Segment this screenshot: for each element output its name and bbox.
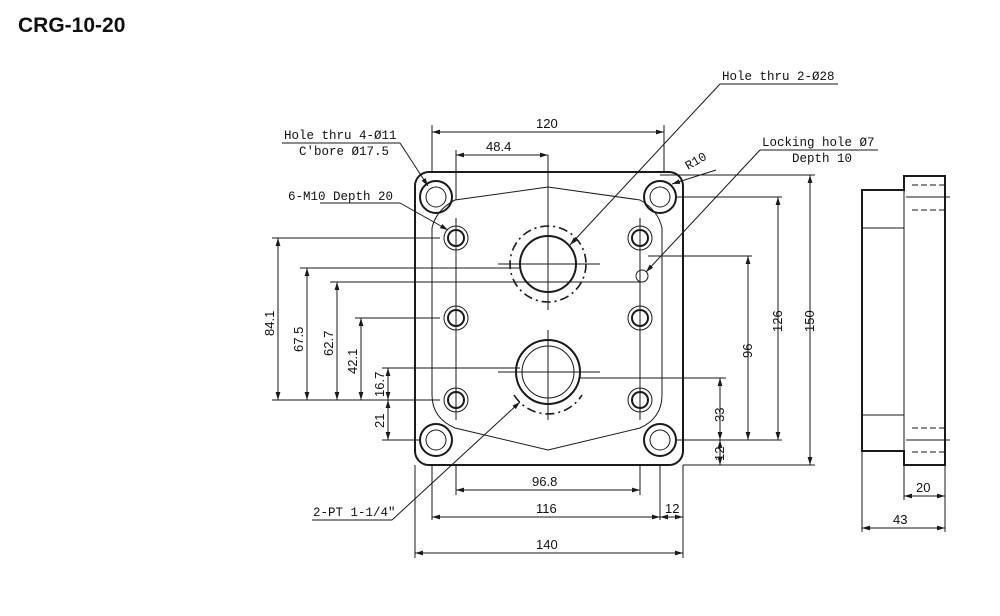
callout-radius: R10 [683,150,709,173]
dim-116: 116 [536,501,557,516]
dim-16-7: 16.7 [372,372,387,397]
callout-pt: 2-PT 1-1/4" [313,506,396,520]
center-lines [455,155,641,420]
callout-cbore: C'bore Ø17.5 [299,145,389,159]
dim-43: 43 [893,512,907,527]
dim-96-8: 96.8 [532,474,557,489]
dim-42-1: 42.1 [345,349,360,374]
front-view [272,83,878,558]
dim-120: 120 [536,116,558,131]
dim-62-7: 62.7 [321,331,336,356]
dim-48-4: 48.4 [486,139,511,154]
dimension-lines [275,129,813,556]
dim-21: 21 [372,414,387,428]
callout-locking-depth: Depth 10 [792,152,852,166]
dim-96: 96 [740,344,755,358]
dim-12-right: 12 [712,447,727,461]
dim-126: 126 [770,310,785,332]
dim-84-1: 84.1 [262,311,277,336]
callout-hole-thru-28: Hole thru 2-Ø28 [722,70,835,84]
dim-150: 150 [802,310,817,332]
leader-lines [282,83,878,521]
front-view-labels: Hole thru 4-Ø11 C'bore Ø17.5 6-M10 Depth… [262,70,875,552]
page-title: CRG-10-20 [18,14,126,37]
callout-hole-thru-11: Hole thru 4-Ø11 [284,129,397,143]
callout-m10: 6-M10 Depth 20 [288,190,393,204]
dim-12-bottom: 12 [665,501,679,516]
dim-33: 33 [712,408,727,422]
side-view [861,175,950,532]
dim-140: 140 [536,537,558,552]
plate-outline [414,171,684,466]
callout-locking-hole: Locking hole Ø7 [762,136,875,150]
dim-67-5: 67.5 [291,327,306,352]
dim-20: 20 [916,480,930,495]
